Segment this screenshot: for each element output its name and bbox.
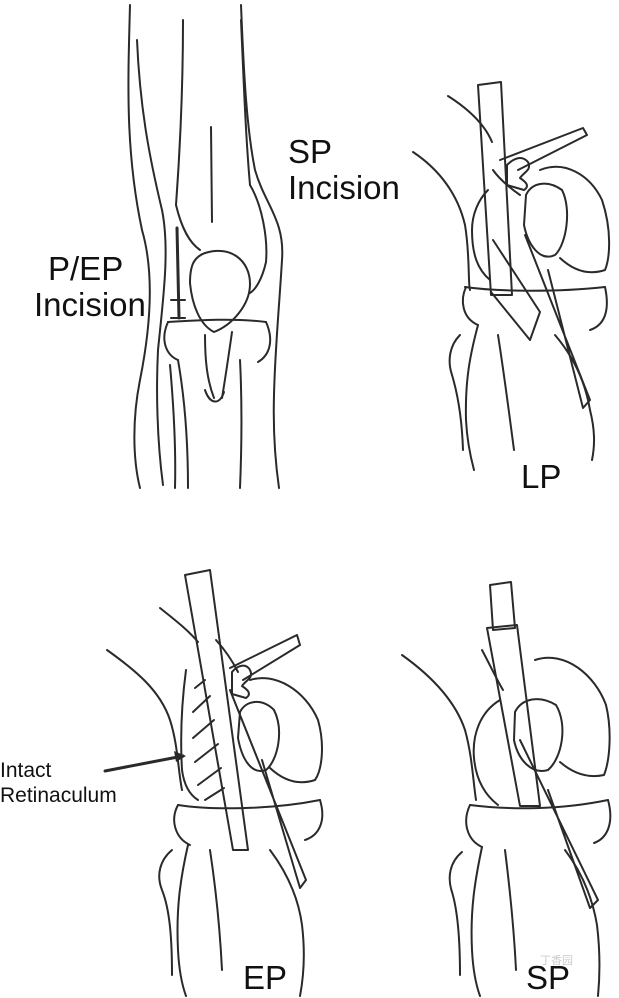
sp-incision-line (210, 126, 213, 223)
pep-incision-line (175, 226, 181, 320)
pep-incision-label-line2: Incision (34, 286, 146, 324)
sp-incision-label: SP Incision (288, 133, 400, 207)
ep-label: EP (243, 959, 288, 996)
panel-lp (412, 81, 611, 471)
sp-incision-label-line2: Incision (288, 169, 400, 207)
panel-anterior-knee (127, 4, 284, 489)
pep-incision-label: P/EP Incision (34, 250, 146, 324)
lp-label: LP (521, 458, 562, 495)
panel-ep (106, 569, 324, 997)
panel-sp (401, 581, 612, 997)
intact-retinaculum-label-line1: Intact (0, 759, 52, 782)
intact-retinaculum-label-line2: Retinaculum (0, 784, 117, 808)
watermark: 丁香园 (540, 954, 573, 967)
pep-incision-label-line1: P/EP (48, 250, 124, 287)
retinaculum-hatching (192, 679, 225, 801)
patella (189, 249, 251, 333)
sp-incision-label-line1: SP (288, 133, 333, 170)
retinaculum-arrow (103, 751, 186, 773)
intact-retinaculum-label: Intact Retinaculum (0, 758, 117, 808)
sp-label: SP (526, 959, 571, 996)
